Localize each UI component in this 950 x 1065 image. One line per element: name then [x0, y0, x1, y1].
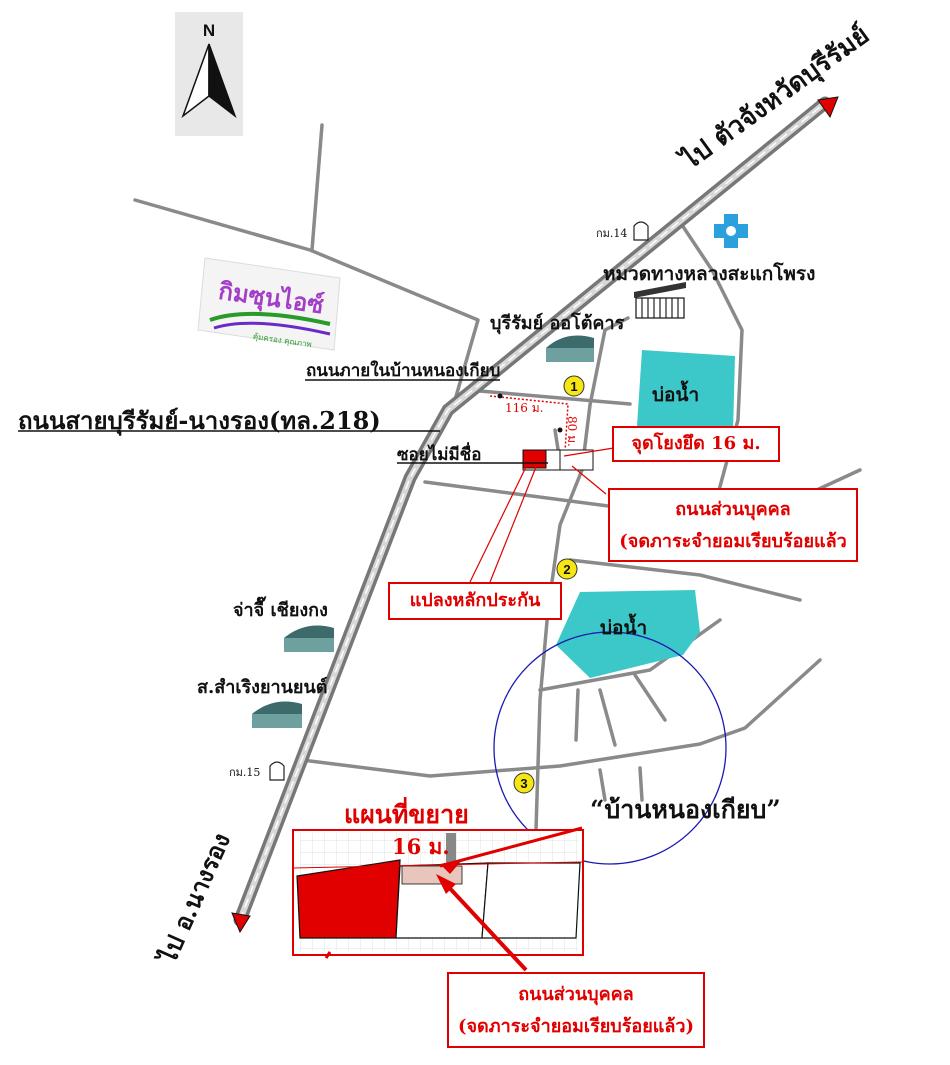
svg-text:1: 1: [570, 379, 577, 394]
road-pond-west: [534, 316, 630, 832]
private-road-callout: ถนนส่วนบุคคล (จดภาระจำยอมเรียบร้อยแล้ว: [608, 488, 858, 562]
road-village-spur-1: [574, 688, 580, 742]
highway-dept-label: หมวดทางหลวงสะแกโพรง: [603, 263, 816, 285]
private-road-line2: (จดภาระจำยอมเรียบร้อยแล้ว: [619, 531, 847, 552]
road-village: [466, 388, 632, 406]
road-cross-2: [568, 558, 802, 602]
north-label: N: [203, 21, 215, 40]
marker-2: 2: [556, 558, 578, 580]
samroeng-label: ส.สำเริงยานยนต์: [197, 677, 328, 698]
connection-point-text: จุดโยงยึด 16 ม.: [631, 433, 761, 454]
connection-point-callout: จุดโยงยึด 16 ม.: [612, 426, 780, 462]
inset-arrow-icon: [436, 874, 528, 972]
warehouse-icon: [546, 335, 594, 362]
marker-3: 3: [513, 772, 535, 794]
road-cross-3: [300, 658, 822, 778]
warehouse-icon: [284, 625, 334, 652]
private-road-line1: ถนนส่วนบุคคล: [675, 499, 791, 520]
pond-north-label: บ่อน้ำ: [652, 384, 700, 406]
km14-label: กม.14: [596, 227, 628, 240]
road-village-east: [538, 618, 722, 692]
parcel-collateral: [522, 449, 547, 469]
svg-text:3: 3: [520, 776, 527, 791]
to-province-label: ไป ตัวจังหวัดบุรีรัมย์: [673, 18, 876, 178]
arrow-to-district-icon: [231, 912, 251, 934]
unnamed-soi-label: ซอยไม่มีชื่อ: [397, 445, 482, 465]
road-northwest: [133, 198, 480, 402]
main-road-label: ถนนสายบุรีรัมย์-นางรอง(ทล.218): [18, 406, 381, 435]
km15-label: กม.15: [229, 766, 261, 779]
distance-80-label: 80 ม.: [565, 416, 579, 447]
road-north-stub: [310, 123, 324, 252]
village-circle: [493, 631, 727, 865]
main-highway: [233, 96, 832, 927]
pond-south-label: บ่อน้ำ: [600, 617, 648, 639]
svg-text:2: 2: [563, 562, 570, 577]
kimsunice-logo: กิมซุนไอซ์ คุ้มครอง คุณภาพ: [197, 257, 341, 351]
marker-1: 1: [563, 375, 585, 397]
warehouse-icon: [252, 701, 302, 728]
distance-116-label: 116 ม.: [505, 401, 543, 415]
village-road-label: ถนนภายในบ้านหนองเกียบ: [306, 361, 501, 381]
node-point: [557, 427, 563, 433]
road-village-spur-5: [638, 766, 644, 802]
node-point: [497, 393, 503, 399]
minor-roads: [133, 123, 862, 832]
collateral-callout: แปลงหลักประกัน: [388, 582, 562, 620]
jaji-label: จ่าจื๊ เชียงกง: [233, 600, 328, 621]
inset-width-label: 16 ม.: [392, 834, 450, 859]
km-post-icon: [269, 221, 649, 781]
road-village-spur-3: [633, 673, 667, 722]
collateral-text: แปลงหลักประกัน: [409, 590, 541, 611]
government-building-icon: [634, 282, 686, 319]
inset-private-road-callout: ถนนส่วนบุคคล (จดภาระจำยอมเรียบร้อยแล้ว): [447, 972, 705, 1048]
road-village-spur-2: [598, 688, 617, 747]
road-village-spur-4: [598, 768, 607, 802]
buriram-auto-label: บุรีรัมย์ ออโต้คาร: [490, 313, 625, 334]
arrow-to-province-icon: [817, 96, 839, 119]
inset-private-road-line2: (จดภาระจำยอมเรียบร้อยแล้ว): [457, 1016, 694, 1037]
pond-north: [637, 350, 735, 432]
village-label: “บ้านหนองเกียบ”: [590, 795, 781, 824]
north-arrow-icon: N: [175, 12, 243, 136]
inset-map: [292, 826, 584, 959]
inset-private-road-line1: ถนนส่วนบุคคล: [518, 984, 634, 1005]
inset-title: แผนที่ขยาย: [344, 800, 469, 829]
hospital-icon: [714, 214, 748, 248]
to-district-label: ไป อ.นางรอง: [152, 829, 236, 971]
